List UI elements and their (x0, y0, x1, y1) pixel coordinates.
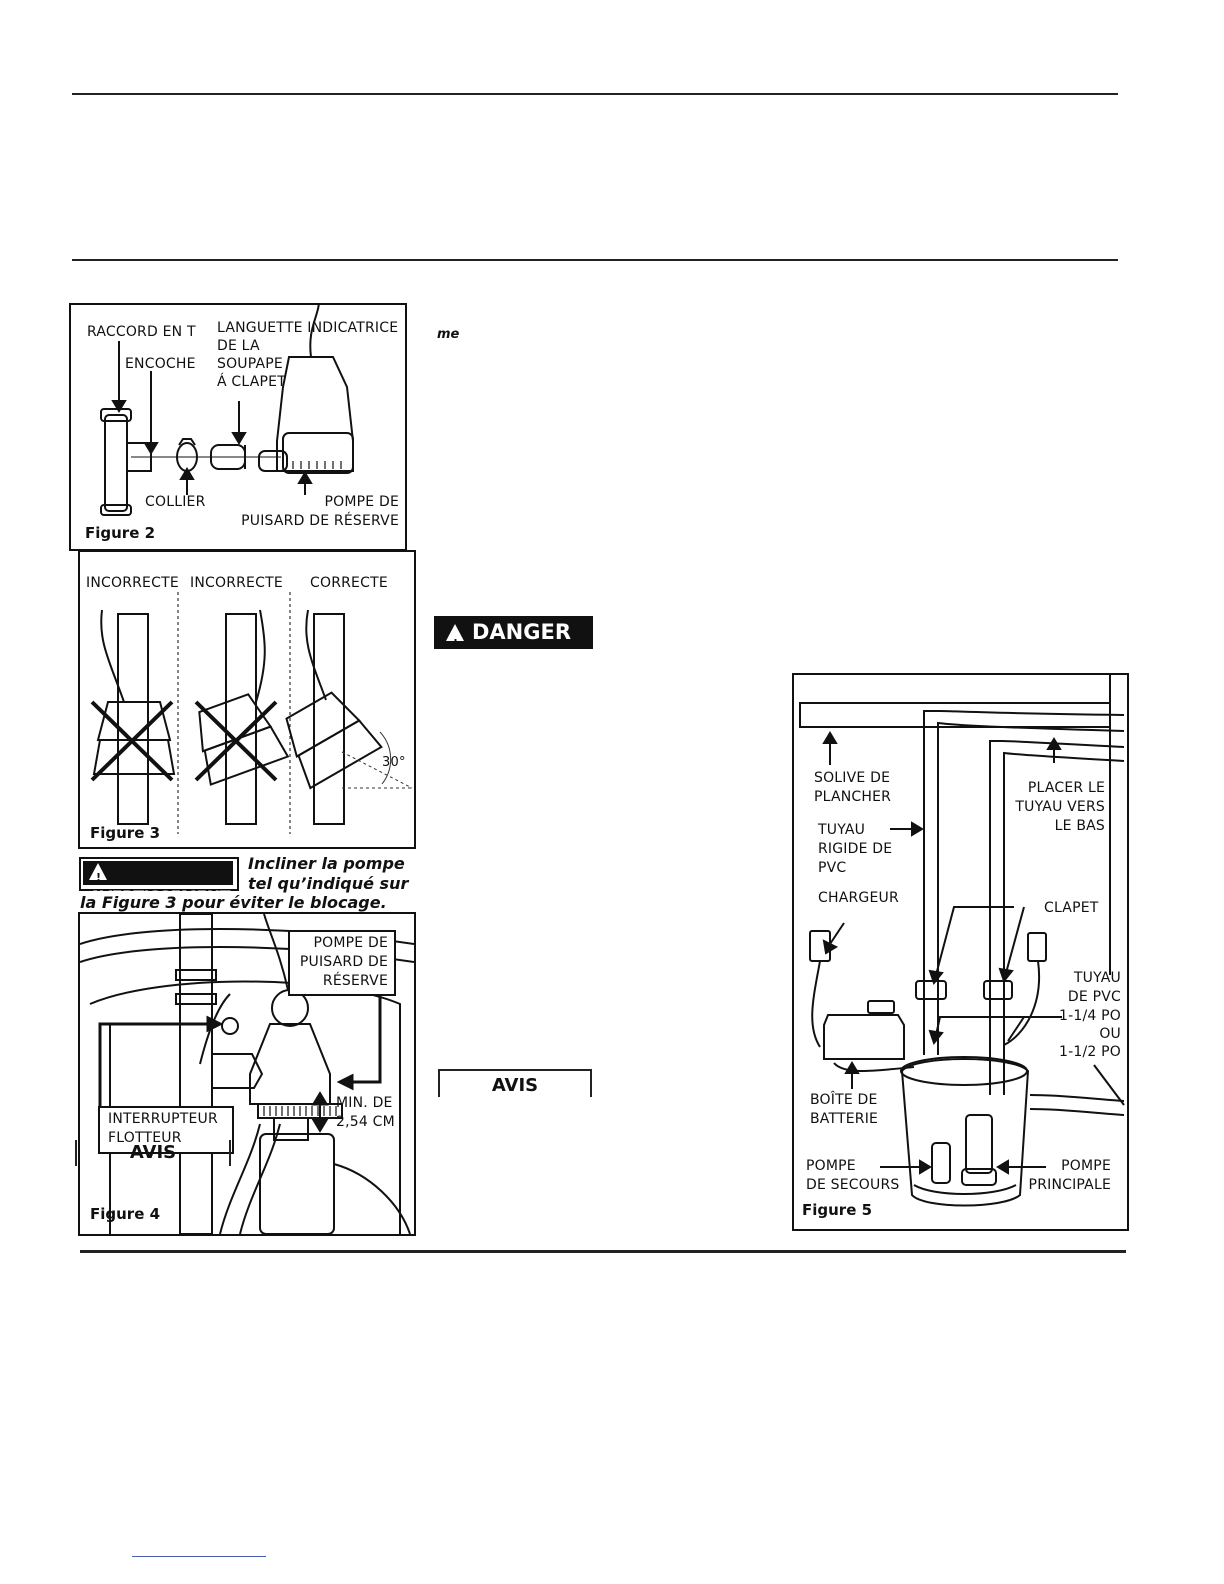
label-floor-joist-1: SOLIVE DE (814, 770, 891, 786)
label-floor-joist-2: PLANCHER (814, 789, 892, 805)
label-backup-pump-2: PUISARD DE RÉSERVE (241, 513, 399, 529)
label-fig4-pump-1: POMPE DE (313, 935, 388, 951)
label-valve-tab-4: Á CLAPET (217, 374, 286, 390)
label-battery-box-1: BOÎTE DE (810, 1092, 878, 1108)
label-correct: CORRECTE (310, 575, 388, 591)
label-main-pump-2: PRINCIPALE (1028, 1177, 1111, 1193)
label-incorrect-1: INCORRECTE (86, 575, 179, 591)
label-pvc-pipe-3: 1-1/4 PO (1058, 1008, 1121, 1024)
warning-text-2: tel qu’indiqué sur (248, 874, 409, 893)
label-backup-pump-2: DE SECOURS (806, 1177, 900, 1193)
label-slope-pipe-3: LE BAS (1054, 818, 1105, 834)
label-pvc-pipe-4: OU (1099, 1026, 1121, 1042)
header-bottom-rule (72, 259, 1118, 261)
label-fig4-pump-2: PUISARD DE (299, 954, 388, 970)
footer-rule (80, 1250, 1126, 1253)
notice-box-overlap: AVIS (75, 1140, 231, 1166)
label-rigid-pipe-2: RIGIDE DE (818, 841, 893, 857)
top-rule (72, 93, 1118, 95)
warning-text-3: la Figure 3 pour éviter le blocage. (80, 893, 387, 912)
figure-3-drawing (90, 592, 413, 834)
label-valve-tab-1: LANGUETTE INDICATRICE (217, 320, 399, 336)
label-min-1: MIN. DE (336, 1095, 393, 1111)
label-backup-pump-1: POMPE (806, 1158, 856, 1174)
body-text-fragment: me (437, 327, 460, 342)
notice-box: AVIS (438, 1069, 592, 1097)
figure-3-caption: Figure 3 (90, 824, 161, 842)
label-clamp: COLLIER (145, 494, 206, 510)
label-fig4-pump-3: RÉSERVE (322, 973, 388, 989)
figure-5-drawing (799, 675, 1125, 1207)
label-slope-pipe-1: PLACER LE (1027, 780, 1105, 796)
notice-overlap-label: AVIS (129, 1142, 177, 1163)
label-pvc-pipe-1: TUYAU (1073, 970, 1121, 986)
label-float-switch-1: INTERRUPTEUR (108, 1111, 218, 1127)
label-float-switch-2: FLOTTEUR (108, 1130, 182, 1146)
figure-2-caption: Figure 2 (85, 524, 156, 542)
label-rigid-pipe-3: PVC (818, 860, 847, 876)
figure-2: RACCORD EN T ENCOCHE LANGUETTE INDICATRI… (69, 303, 407, 551)
notice-label: AVIS (491, 1075, 539, 1096)
label-valve-tab-3: SOUPAPE (217, 356, 283, 372)
label-battery-box-2: BATTERIE (810, 1111, 879, 1127)
label-pvc-pipe-2: DE PVC (1067, 989, 1121, 1005)
figure-5-caption: Figure 5 (802, 1201, 873, 1219)
danger-label: DANGER (472, 620, 572, 644)
figure-3: INCORRECTE INCORRECTE CORRECTE 30° Figur… (78, 550, 416, 849)
warning-text-1: Incliner la pompe (248, 854, 405, 873)
label-backup-pump-1: POMPE DE (324, 494, 399, 510)
warning-badge-inner: ! AVERTISSEMENT (83, 861, 233, 906)
label-incorrect-2: INCORRECTE (190, 575, 283, 591)
figure-2-drawing (100, 305, 354, 516)
warning-triangle-icon: ! (89, 863, 107, 884)
label-rigid-pipe-1: TUYAU (818, 822, 866, 838)
label-check-valve: CLAPET (1044, 900, 1099, 916)
label-slope-pipe-2: TUYAU VERS (1015, 799, 1105, 815)
label-charger: CHARGEUR (818, 890, 899, 906)
label-angle: 30° (382, 755, 406, 770)
figure-4-float-box (98, 1106, 234, 1154)
label-notch: ENCOCHE (125, 356, 196, 372)
warning-badge-label: AVERTISSEMENT (89, 887, 231, 906)
label-min-2: 2,54 CM (336, 1114, 395, 1130)
label-pvc-pipe-5: 1-1/2 PO (1058, 1044, 1121, 1060)
figure-4-caption: Figure 4 (90, 1205, 161, 1223)
danger-badge: ! DANGER (434, 616, 593, 650)
figure-5: SOLIVE DE PLANCHER PLACER LE TUYAU VERS … (792, 673, 1129, 1231)
footer-link-underline[interactable] (132, 1556, 266, 1557)
danger-triangle-icon: ! (446, 624, 464, 650)
figure-4: POMPE DE PUISARD DE RÉSERVE INTERRUPTEUR… (78, 912, 416, 1236)
label-tee-fitting: RACCORD EN T (87, 324, 196, 340)
figure-4-pump-box (288, 930, 396, 996)
label-valve-tab-2: DE LA (217, 338, 260, 354)
label-main-pump-1: POMPE (1061, 1158, 1111, 1174)
